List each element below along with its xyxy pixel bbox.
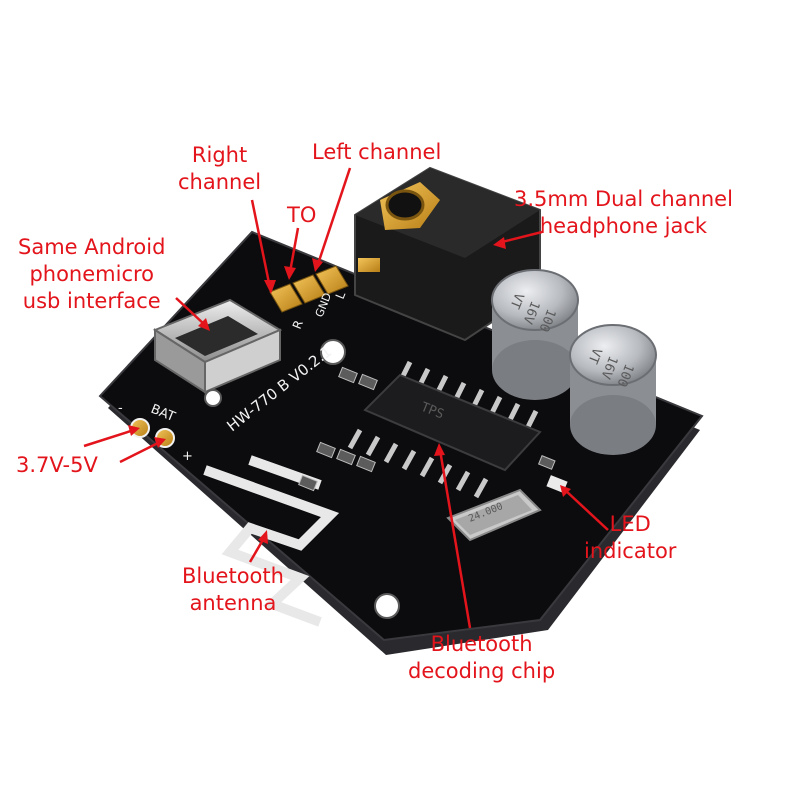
- label-right-channel: Right channel: [178, 142, 261, 196]
- label-headphone-jack-line1: 3.5mm Dual channel: [514, 187, 733, 211]
- label-right-channel-line1: Right: [191, 143, 248, 167]
- arrow-voltage-2: [119, 440, 161, 464]
- label-headphone-jack: 3.5mm Dual channel headphone jack: [514, 186, 733, 240]
- label-chip-line2: decoding chip: [408, 659, 556, 683]
- label-usb: Same Android phonemicro usb interface: [18, 234, 165, 315]
- crystal-oscillator: [446, 488, 542, 542]
- label-voltage: 3.7V-5V: [16, 452, 98, 479]
- label-voltage-text: 3.7V-5V: [16, 453, 98, 477]
- label-usb-line2: phonemicro: [29, 262, 155, 286]
- bluetooth-chip: [347, 360, 542, 499]
- label-antenna-line1: Bluetooth: [182, 564, 284, 588]
- arrow-to: [288, 227, 300, 273]
- label-left-channel-text: Left channel: [312, 140, 442, 164]
- label-left-channel: Left channel: [312, 139, 441, 166]
- arrowhead-to: [284, 266, 296, 280]
- label-chip-line1: Bluetooth: [430, 632, 533, 656]
- label-usb-line3: usb interface: [22, 289, 161, 313]
- arrow-antenna: [248, 537, 266, 563]
- label-led: LED indicator: [584, 511, 676, 565]
- label-antenna-line2: antenna: [189, 591, 277, 615]
- arrowhead-chip: [434, 443, 445, 456]
- arrowhead-usb: [198, 318, 210, 331]
- mounting-holes: [204, 339, 400, 619]
- capacitor-2: [569, 324, 657, 455]
- silk-minus: -: [118, 401, 123, 416]
- arrowhead-headphone-jack: [493, 237, 506, 249]
- leader-arrows: [83, 167, 609, 629]
- arrowhead-antenna: [258, 530, 268, 544]
- arrow-chip: [438, 449, 472, 629]
- label-chip: Bluetooth decoding chip: [408, 631, 555, 685]
- label-right-channel-line2: channel: [178, 170, 262, 194]
- label-led-line2: indicator: [584, 539, 677, 563]
- label-antenna: Bluetooth antenna: [182, 563, 284, 617]
- arrowhead-voltage-1: [128, 425, 140, 436]
- arrowhead-right-channel: [264, 280, 276, 294]
- arrow-headphone-jack: [497, 230, 543, 245]
- arrow-usb: [175, 297, 206, 326]
- label-led-line1: LED: [609, 512, 651, 536]
- arrowhead-led: [560, 485, 571, 497]
- smd-components: [298, 366, 556, 492]
- label-usb-line1: Same Android: [18, 235, 166, 259]
- audio-pads: [269, 265, 349, 313]
- arrowhead-voltage-2: [154, 437, 166, 448]
- silk-pin-l: L: [333, 289, 349, 301]
- arrow-left-channel: [316, 167, 352, 265]
- cap1-brand: VT: [506, 291, 526, 311]
- label-headphone-jack-line2: headphone jack: [539, 214, 708, 238]
- arrowhead-left-channel: [312, 258, 323, 272]
- arrow-voltage-1: [83, 428, 135, 448]
- silk-plus: +: [182, 449, 193, 464]
- micro-usb-port: [152, 298, 283, 394]
- arrow-right-channel: [250, 199, 272, 289]
- label-to: TO: [287, 202, 316, 229]
- arrow-led: [564, 489, 609, 531]
- cap2-brand: VT: [584, 346, 604, 366]
- label-to-text: TO: [287, 203, 317, 227]
- capacitor-1: [491, 269, 579, 400]
